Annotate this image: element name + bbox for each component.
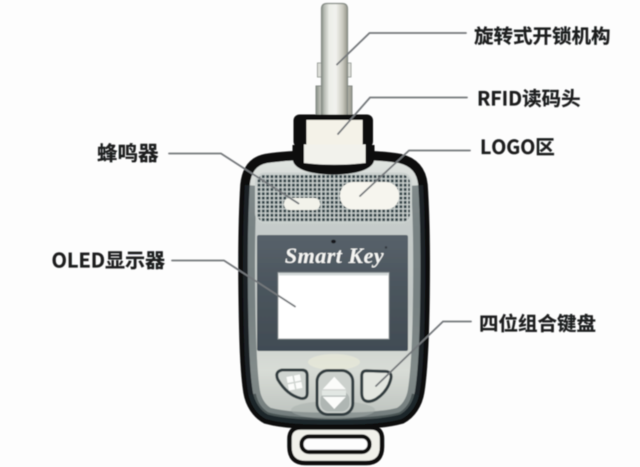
svg-text:Smart Key: Smart Key	[285, 243, 384, 268]
